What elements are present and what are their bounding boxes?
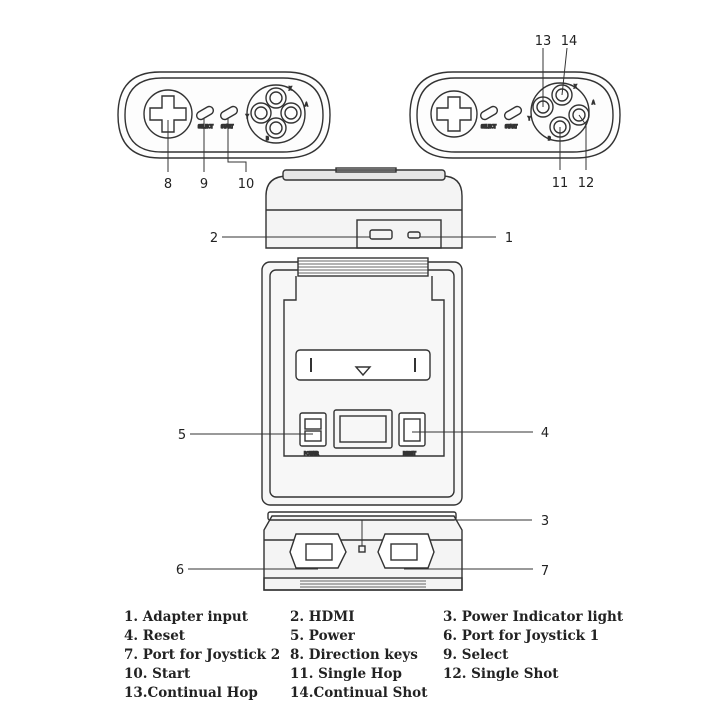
legend-item-6: 6. Port for Joystick 1 <box>443 628 600 644</box>
a-label-right: A <box>592 100 595 105</box>
callout-2: 2 <box>210 231 218 246</box>
callout-3: 3 <box>541 514 549 529</box>
legend-item-10: 10. Start <box>124 666 191 682</box>
callout-1: 1 <box>505 231 513 246</box>
callout-11: 11 <box>552 176 569 191</box>
a-label: A <box>305 102 308 107</box>
y-button <box>250 102 272 124</box>
console-front-view <box>188 511 533 591</box>
callout-13: 13 <box>535 34 552 49</box>
x-label: X <box>289 86 292 91</box>
legend-item-7: 7. Port for Joystick 2 <box>124 647 281 663</box>
eject-arrow-icon <box>354 366 372 377</box>
x-button <box>265 87 287 109</box>
b-label: B <box>266 136 269 141</box>
legend-item-8: 8. Direction keys <box>290 647 418 663</box>
console-back-view <box>222 167 496 249</box>
adapter-port <box>407 231 421 239</box>
b-button <box>265 117 287 139</box>
legend-item-11: 11. Single Hop <box>290 666 402 682</box>
reset-label: RESET <box>403 451 416 456</box>
start-button <box>219 105 239 121</box>
console-top-view: POWER RESET <box>190 257 533 506</box>
start-label: START <box>221 124 234 129</box>
y-label-right: Y <box>527 116 531 121</box>
legend: 1. Adapter input 2. HDMI 3. Power Indica… <box>0 605 720 715</box>
select-button <box>195 105 215 121</box>
y-label: Y <box>245 114 249 119</box>
reset-button <box>398 412 426 447</box>
select-label-right: SELECT <box>481 124 497 129</box>
callout-6: 6 <box>176 563 184 578</box>
controller-right: SELECT START X Y A B <box>409 47 621 170</box>
select-button-right <box>479 105 499 121</box>
center-panel <box>333 409 393 449</box>
front-vents <box>300 580 426 588</box>
callout-14: 14 <box>561 34 578 49</box>
dpad-icon-right <box>436 96 472 132</box>
legend-item-13: 13.Continual Hop <box>124 685 258 701</box>
callout-8: 8 <box>164 177 172 192</box>
callout-9: 9 <box>200 177 208 192</box>
x-button-right <box>551 84 573 106</box>
start-label-right: START <box>505 124 518 129</box>
controller-left-body <box>117 71 331 159</box>
cartridge-slot <box>295 349 431 381</box>
face-button-cluster <box>246 84 306 144</box>
callout-10: 10 <box>238 177 255 192</box>
legend-item-5: 5. Power <box>290 628 355 644</box>
select-label: SELECT <box>198 124 214 129</box>
legend-item-9: 9. Select <box>443 647 509 663</box>
callout-5: 5 <box>178 428 186 443</box>
start-button-right <box>503 105 523 121</box>
a-button <box>280 102 302 124</box>
dpad-icon <box>149 95 187 133</box>
legend-item-1: 1. Adapter input <box>124 609 248 625</box>
x-label-right: X <box>574 84 577 89</box>
power-label: POWER <box>304 451 319 456</box>
hdmi-port <box>369 229 393 240</box>
callout-12: 12 <box>578 176 595 191</box>
legend-item-14: 14.Continual Shot <box>290 685 428 701</box>
legend-item-2: 2. HDMI <box>290 609 355 625</box>
a-button-right <box>568 104 590 126</box>
dpad-ring-right <box>430 90 478 138</box>
callout-4: 4 <box>541 426 549 441</box>
legend-item-12: 12. Single Shot <box>443 666 559 682</box>
vent-lines <box>298 260 428 274</box>
b-label-right: B <box>548 136 551 141</box>
callout-7: 7 <box>541 564 549 579</box>
joystick-port-1 <box>289 533 347 569</box>
controller-left: SELECT START X Y A B <box>117 71 331 172</box>
legend-item-4: 4. Reset <box>124 628 186 644</box>
joystick-port-2 <box>377 533 435 569</box>
legend-item-3: 3. Power Indicator light <box>443 609 624 625</box>
